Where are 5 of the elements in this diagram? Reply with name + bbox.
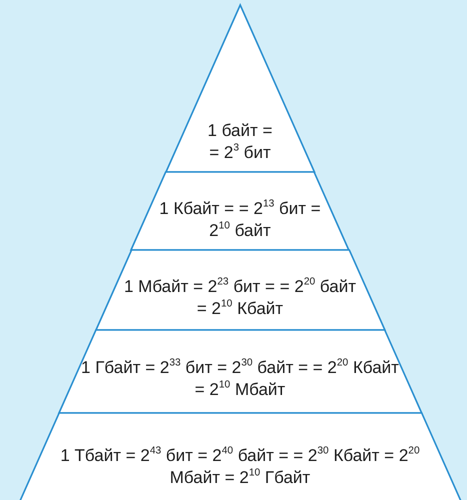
level-text: 1 Тбайт = 2$^{43}$ бит = 2$^{40}$ байт = = 2$^{30}$ Кбайт = 2$^{20}$ Мбайт = 2$^{10}$ Гбайт (59, 444, 421, 489)
level-text: 1 байт = = 2$^{3}$ бит (206, 120, 274, 164)
level-text: 1 Гбайт = 2$^{33}$ бит = 2$^{30}$ байт = = 2$^{20}$ Кбайт = 2$^{10}$ Мбайт (80, 356, 399, 401)
level-text: 1 Мбайт = 2$^{23}$ бит = = 2$^{20}$ байт = 2$^{10}$ Кбайт (122, 276, 357, 320)
level-text: 1 Кбайт = = 2$^{13}$ бит = 2$^{10}$ байт (158, 198, 322, 242)
